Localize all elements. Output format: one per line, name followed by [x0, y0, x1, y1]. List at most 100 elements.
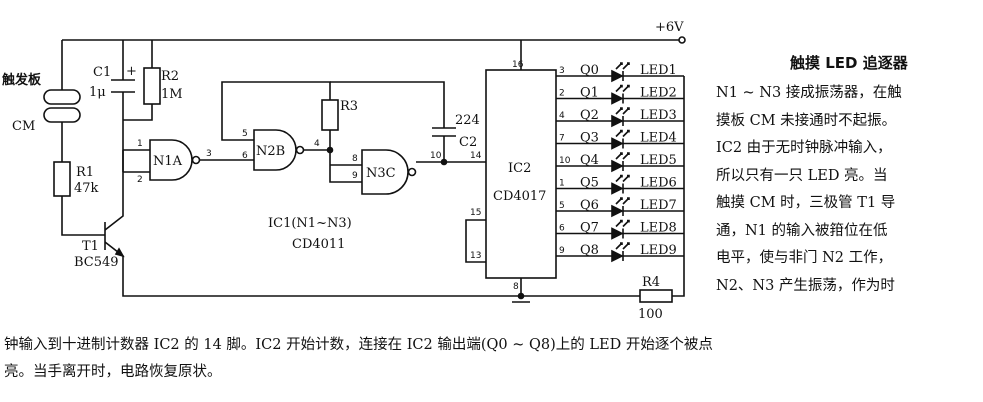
- n3-bubble: [407, 167, 417, 177]
- ic2-pin-15: 15: [470, 208, 481, 218]
- led-label-5: LED5: [640, 153, 677, 168]
- description-line: N2、N3 产生振荡，作为时: [716, 277, 895, 294]
- description-line: 摸板 CM 未接通时不起振。: [716, 112, 897, 129]
- r4-resistor: [639, 289, 673, 303]
- n2-pin-6: 6: [242, 151, 248, 161]
- led-diode-4: [611, 137, 624, 150]
- led-label-7: LED7: [640, 198, 677, 213]
- led-emission-arrow: [615, 107, 623, 115]
- led-emission-arrow: [622, 62, 630, 70]
- ic2-reset-loop: [465, 219, 486, 263]
- led-label-6: LED6: [640, 176, 677, 191]
- c2-value: 224: [455, 113, 480, 128]
- output-label-q4: Q4: [580, 153, 599, 168]
- c2-label: C2: [459, 135, 477, 150]
- ic2-pin-14: 14: [470, 151, 482, 161]
- r1-value: 47k: [74, 181, 99, 196]
- junction-n3: [440, 158, 448, 166]
- output-label-q5: Q5: [580, 176, 599, 191]
- ic2-output-pin: 6: [559, 224, 565, 234]
- led-emission-arrow: [622, 197, 630, 205]
- r3-label: R3: [340, 99, 358, 114]
- touch-wire: [61, 40, 105, 236]
- ic2-label: IC2: [508, 161, 531, 176]
- touch-plate-symbol: [43, 89, 81, 123]
- led-label-1: LED1: [640, 63, 677, 78]
- led-label-4: LED4: [640, 131, 677, 146]
- junction-gnd: [517, 292, 525, 300]
- led-diode-8: [611, 227, 624, 240]
- c1-r2-wires: [122, 40, 153, 172]
- description-line: 电平，使与非门 N2 工作，: [716, 250, 893, 266]
- supply-terminal: [678, 36, 686, 44]
- r2-resistor: [143, 67, 161, 105]
- ic2-output-pin: 3: [559, 66, 565, 76]
- supply-label: +6V: [655, 20, 684, 35]
- touch-plate-ref: CM: [12, 119, 35, 134]
- led-diode-9: [611, 249, 624, 263]
- output-label-q3: Q3: [580, 131, 599, 146]
- output-label-q2: Q2: [580, 108, 599, 123]
- led-emission-arrow: [622, 129, 630, 138]
- n1-label: N1A: [153, 154, 183, 169]
- t1-type: BC549: [74, 255, 119, 270]
- c1-plus: +: [126, 64, 137, 79]
- c1-capacitor: [111, 79, 135, 93]
- n2-feedback-wire: [221, 81, 331, 141]
- led-diode-1: [611, 69, 624, 83]
- n1-pin-3: 3: [206, 149, 212, 159]
- r3-wire: [304, 81, 445, 183]
- led-emission-arrow: [622, 174, 630, 183]
- c2-capacitor: [432, 127, 456, 137]
- output-label-q7: Q7: [580, 221, 599, 236]
- touch-plate-label: 触发板: [1, 72, 42, 88]
- n3-pin-10: 10: [430, 151, 442, 161]
- description-line: 亮。当手离开时，电路恢复原状。: [4, 364, 222, 380]
- ic1-type: CD4011: [292, 237, 345, 252]
- led-diode-3: [611, 114, 624, 128]
- output-label-q8: Q8: [580, 243, 599, 258]
- description-right: N1 ~ N3 接成振荡器，在触 摸板 CM 未接通时不起振。 IC2 由于无时…: [716, 80, 981, 300]
- ic2-output-pin: 7: [559, 134, 565, 144]
- led-emission-arrow: [622, 84, 630, 93]
- led-emission-arrow: [622, 219, 630, 228]
- led-emission-arrow: [615, 62, 623, 70]
- ic2-pin-16: 16: [512, 60, 524, 70]
- r2-label: R2: [161, 69, 179, 84]
- ic2-pin-8: 8: [513, 282, 519, 292]
- ic2-output-pin: 9: [559, 246, 565, 256]
- t1-transistor: [104, 172, 125, 288]
- ic2-output-pin: 2: [559, 89, 565, 99]
- r4-value: 100: [638, 307, 663, 322]
- led-emission-arrow: [622, 107, 630, 115]
- output-label-q1: Q1: [580, 86, 599, 101]
- led-diode-5: [611, 159, 624, 173]
- description-title: 触摸 LED 追逐器: [790, 54, 908, 72]
- n2-gate: [253, 129, 297, 171]
- led-label-9: LED9: [640, 243, 677, 258]
- description-line: 所以只有一只 LED 亮。当: [716, 167, 888, 184]
- r4-label: R4: [642, 275, 660, 290]
- output-label-q0: Q0: [580, 63, 599, 78]
- n3-gate: [361, 149, 409, 195]
- led-label-2: LED2: [640, 86, 677, 101]
- r1-resistor: [53, 161, 71, 197]
- led-label-3: LED3: [640, 108, 677, 123]
- n2-label: N2B: [256, 144, 285, 159]
- n2-pin-5: 5: [242, 129, 248, 139]
- output-label-q6: Q6: [580, 198, 599, 213]
- junction-r3: [326, 146, 334, 154]
- led-emission-arrow: [615, 174, 623, 183]
- ic2-output-pin: 10: [559, 156, 571, 166]
- n3-label: N3C: [366, 166, 396, 181]
- t1-label: T1: [82, 239, 99, 254]
- n1-pin-1: 1: [137, 139, 143, 149]
- led-diode-6: [611, 182, 624, 195]
- n1-inputs: [122, 149, 150, 173]
- n1-pin-2: 2: [137, 175, 143, 185]
- led-diode-2: [611, 92, 624, 105]
- led-diode-7: [611, 204, 624, 218]
- led-emission-arrow: [615, 129, 623, 138]
- description-line: IC2 由于无时钟脉冲输入，: [716, 140, 892, 156]
